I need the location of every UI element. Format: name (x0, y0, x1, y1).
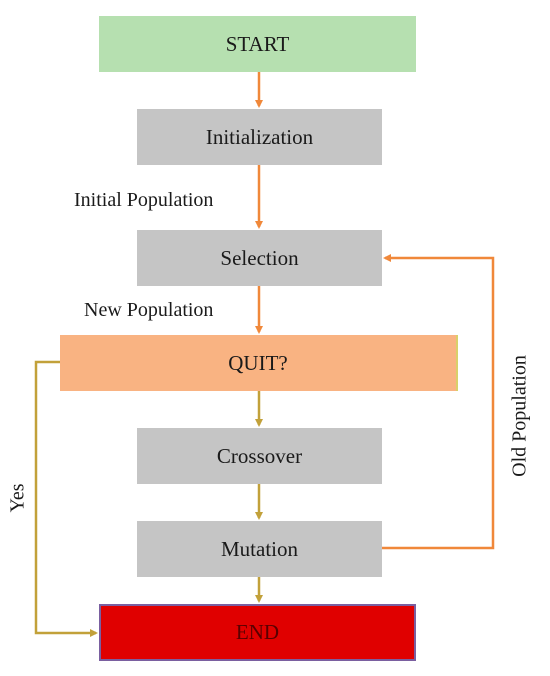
crossover-label: Crossover (216, 443, 303, 468)
quit-decision-node: QUIT? (60, 335, 458, 391)
old-population-label: Old Population (508, 355, 531, 477)
yes-label: Yes (6, 483, 29, 513)
start-node: START (99, 16, 416, 72)
quit-label: QUIT? (228, 350, 288, 375)
start-label: START (225, 31, 290, 56)
initial-population-label: Initial Population (74, 189, 214, 211)
mutation-label: Mutation (221, 536, 298, 561)
crossover-node: Crossover (137, 428, 382, 484)
arrow-quit-yes-to-end (34, 360, 98, 637)
end-label: END (235, 620, 280, 644)
initialization-label: Initialization (205, 124, 314, 149)
arrow-mutation-to-selection (382, 254, 495, 550)
mutation-node: Mutation (137, 521, 382, 577)
selection-node: Selection (137, 230, 382, 286)
selection-label: Selection (220, 245, 299, 270)
new-population-label: New Population (84, 299, 214, 321)
initialization-node: Initialization (137, 109, 382, 165)
end-node: END (99, 604, 416, 661)
